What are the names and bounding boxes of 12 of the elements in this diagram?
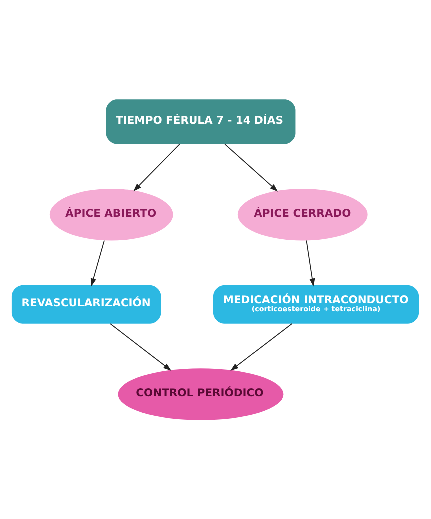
arrow [110,323,172,370]
node-ellipse: CONTROL PERIÓDICO [118,368,284,420]
arrow [224,143,278,192]
arrow [90,240,105,286]
node-ellipse: ÁPICE CERRADO [238,188,368,240]
arrow [306,240,316,286]
arrow [230,323,293,370]
node-box: TIEMPO FÉRULA 7 - 14 DÍAS [106,99,296,144]
node-box: MEDICACIÓN INTRACONDUCTO (corticoesteroide + tetraciclina) [214,284,420,324]
arrow [134,143,180,192]
node-box: REVASCULARIZACIÓN [12,284,162,324]
node-ellipse: ÁPICE ABIERTO [50,188,174,240]
